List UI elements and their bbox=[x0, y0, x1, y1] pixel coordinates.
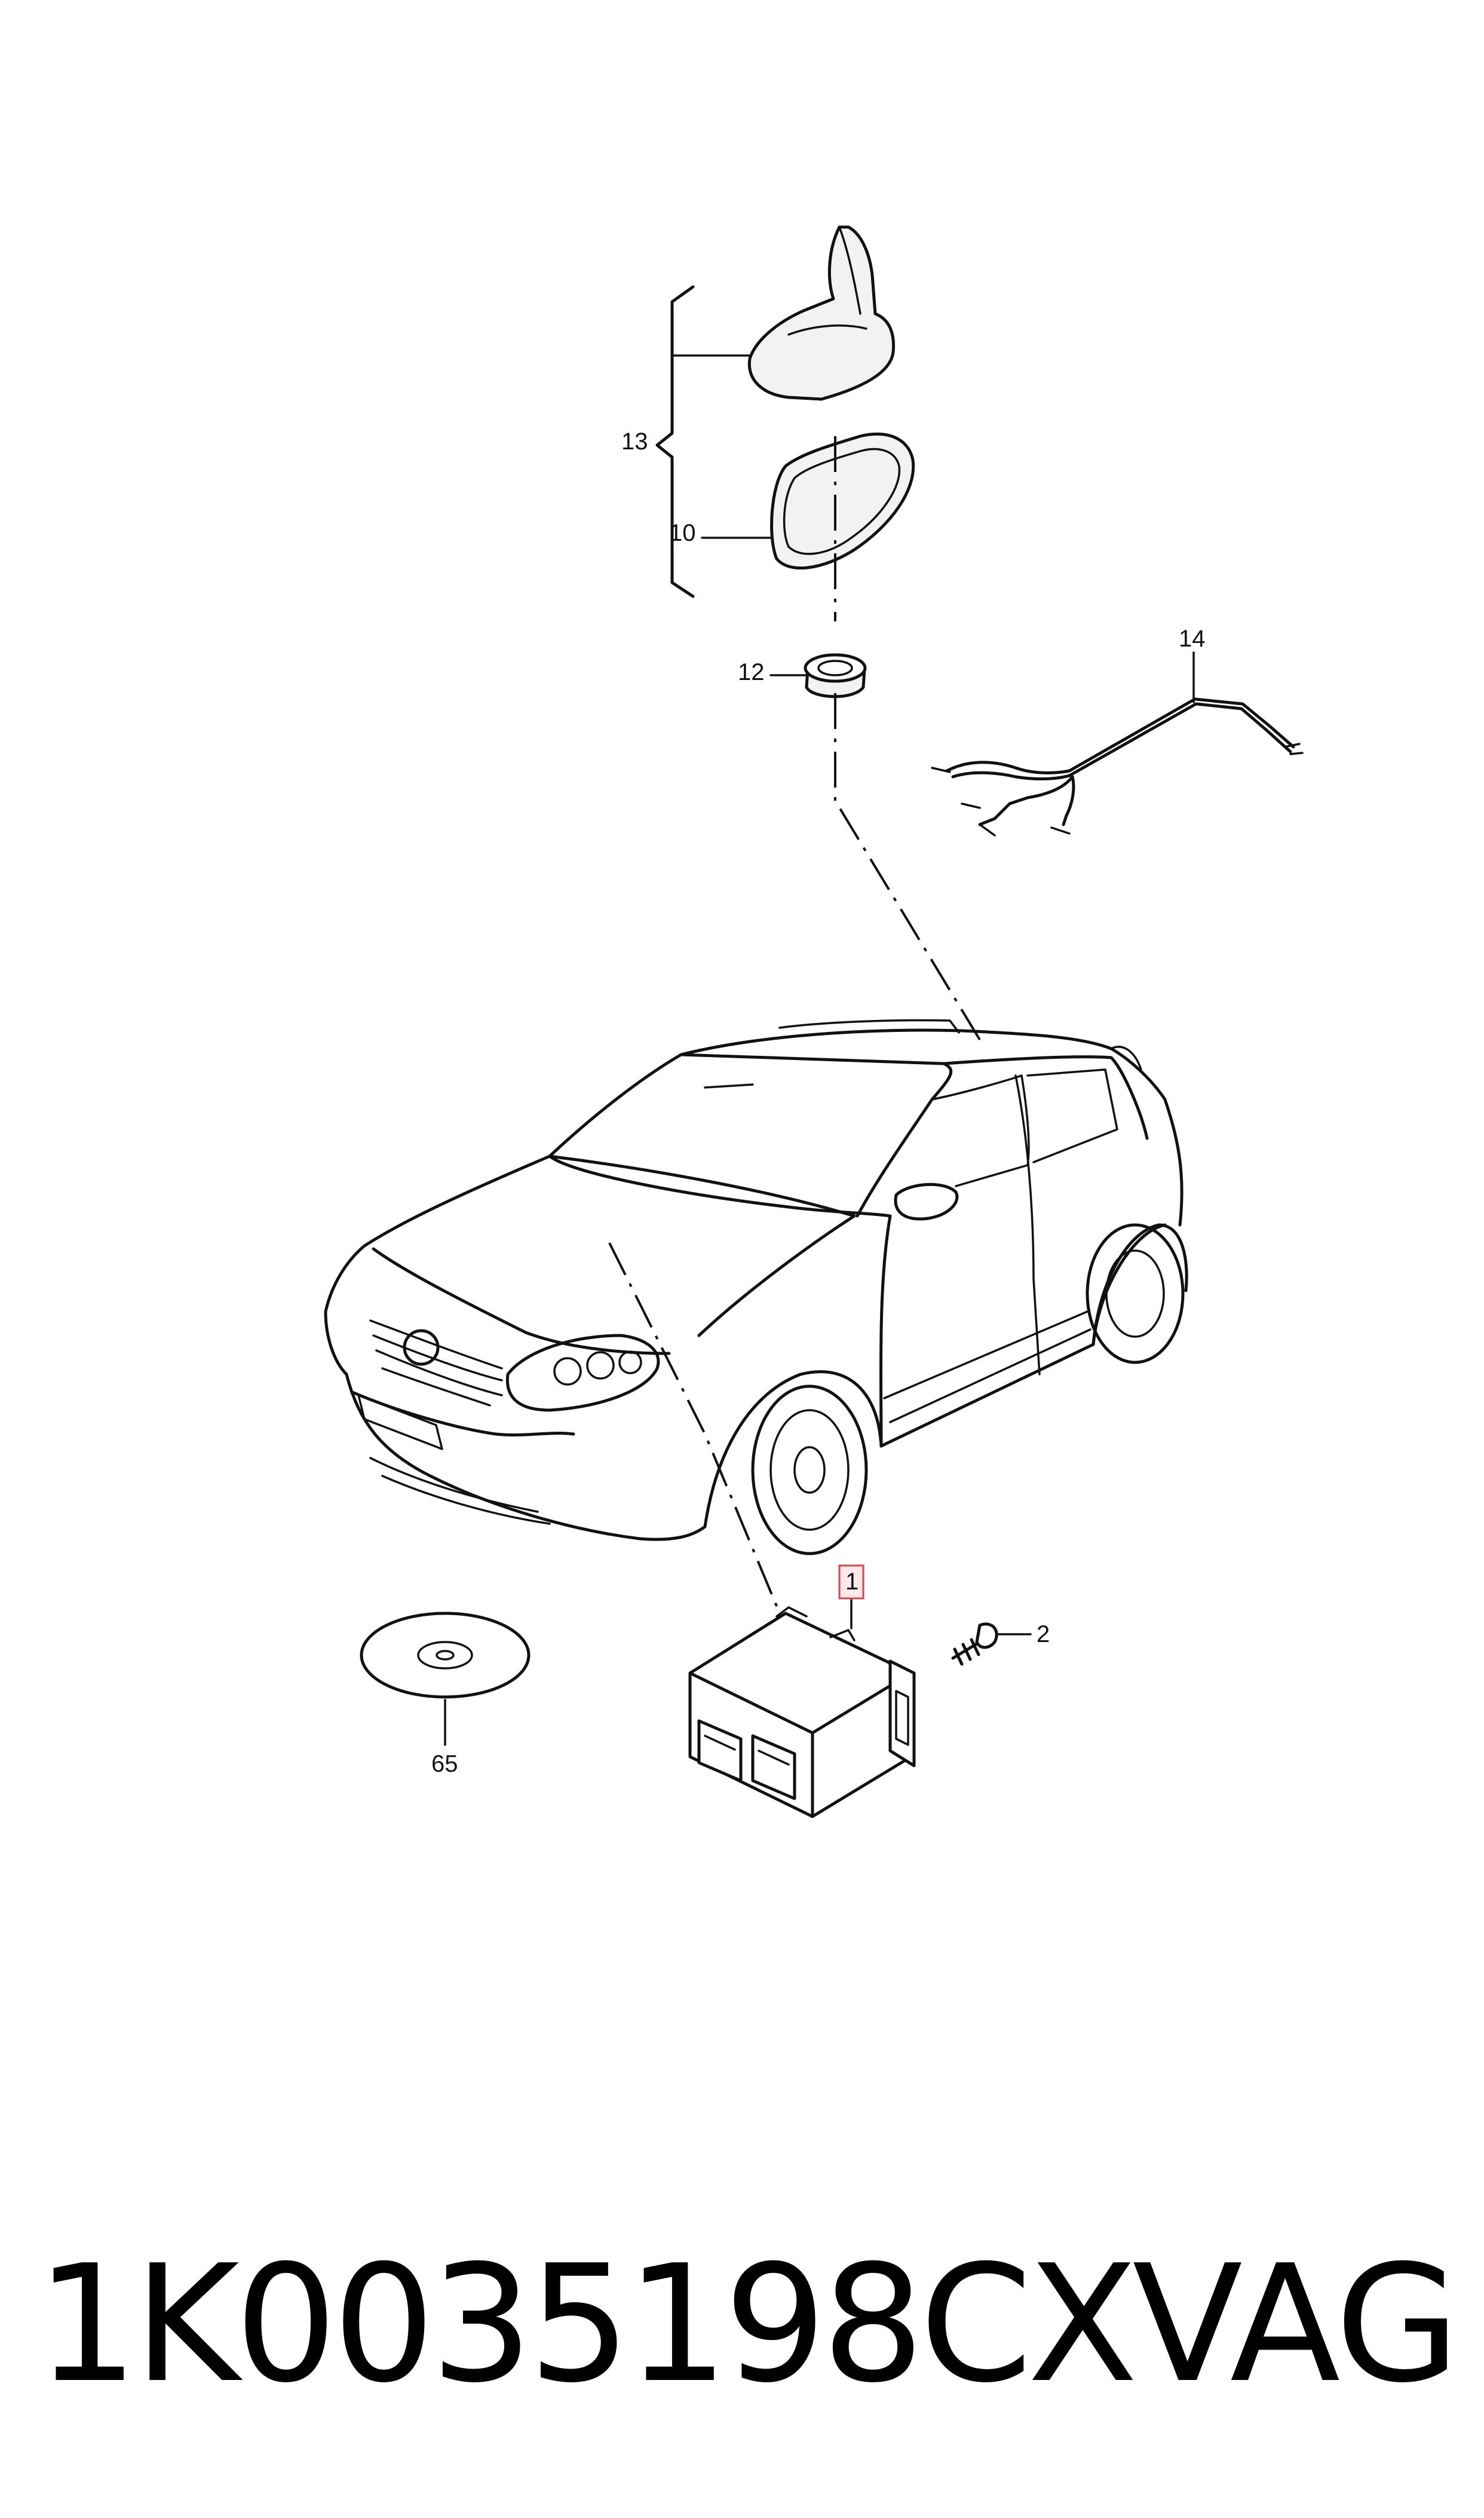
screw bbox=[951, 1622, 998, 1666]
center-line-antenna bbox=[834, 436, 981, 1041]
callout-1-highlight bbox=[838, 1564, 864, 1600]
brand-label: VAG bbox=[1132, 2230, 1460, 2418]
callout-10: 10 bbox=[669, 520, 696, 546]
bracket-13 bbox=[655, 285, 695, 598]
part-number: 1K0035198CX bbox=[36, 2230, 1138, 2418]
footer: 1K0035198CX VAG bbox=[36, 2230, 1460, 2418]
control-unit bbox=[688, 1606, 916, 1818]
wiring-harness bbox=[931, 697, 1304, 837]
callout-13: 13 bbox=[621, 428, 648, 455]
callout-14: 14 bbox=[1179, 626, 1206, 652]
callout-12: 12 bbox=[738, 659, 765, 685]
callout-1: 1 bbox=[845, 1569, 858, 1595]
antenna-seal bbox=[770, 432, 915, 570]
antenna-nut bbox=[804, 653, 867, 699]
cd-disc bbox=[360, 1612, 531, 1699]
callout-65: 65 bbox=[431, 1751, 458, 1777]
roof-antenna-cover bbox=[747, 225, 896, 401]
car-illustration bbox=[324, 1019, 1188, 1555]
center-line-module bbox=[608, 1242, 781, 1614]
callout-2: 2 bbox=[1037, 1621, 1050, 1647]
